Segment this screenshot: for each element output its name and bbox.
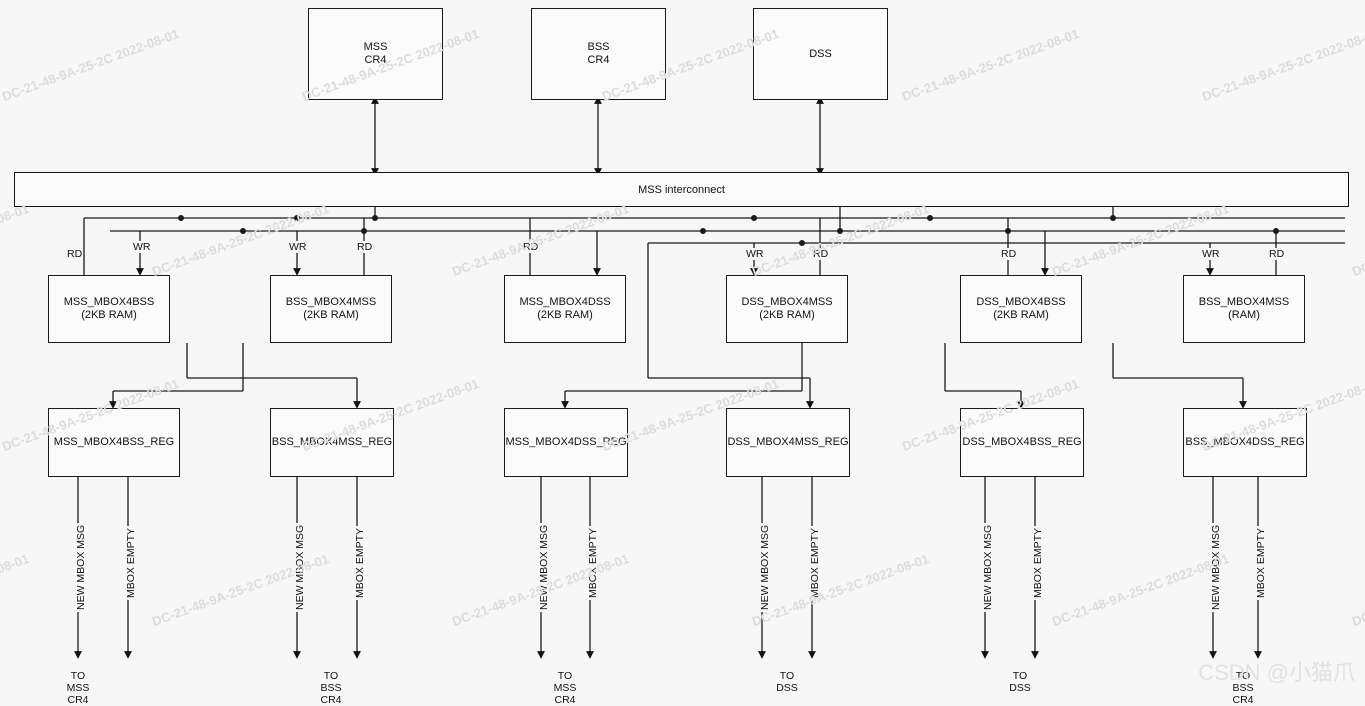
destination-label-3-line3: CR4 [554,694,576,706]
access-label-rd-1: RD [66,248,84,260]
ram-box-bss-mbox4mss-2[interactable]: BSS_MBOX4MSS (RAM) [1183,275,1305,343]
access-label-rd-4: RD [812,248,830,260]
destination-label-1-line3: CR4 [67,694,89,706]
access-label-wr-1: WR [132,241,152,253]
destination-label-2-line3: CR4 [320,694,342,706]
destination-label-2: TO BSS CR4 [320,670,341,706]
destination-label-3-line1: TO [557,670,573,682]
destination-label-5: TO DSS [1009,670,1031,694]
access-label-rd-6: RD [1268,248,1286,260]
destination-label-5-line1: TO [1012,670,1028,682]
ram-box-dss-mbox4mss[interactable]: DSS_MBOX4MSS (2KB RAM) [726,275,848,343]
cpu-box-bss-line2: CR4 [587,54,610,66]
destination-label-6-line3: CR4 [1232,694,1254,706]
ram-box-mss-mbox4bss[interactable]: MSS_MBOX4BSS (2KB RAM) [48,275,170,343]
ram-box-dss-mbox4bss-size: (2KB RAM) [993,309,1049,321]
access-label-wr-3: WR [745,248,765,260]
ram-box-bss-mbox4mss-2-name: BSS_MBOX4MSS [1198,296,1290,308]
destination-label-2-line1: TO [323,670,339,682]
destination-label-3-line2: MSS [553,682,577,694]
cpu-box-mss[interactable]: MSS CR4 [308,8,443,100]
reg-box-bss-mbox4mss-label: BSS_MBOX4MSS_REG [271,436,393,448]
cpu-box-mss-line1: MSS [363,41,388,53]
ram-box-dss-mbox4mss-name: DSS_MBOX4MSS [741,296,833,308]
reg-box-dss-mbox4bss-label: DSS_MBOX4BSS_REG [962,436,1082,448]
ram-box-dss-mbox4bss[interactable]: DSS_MBOX4BSS (2KB RAM) [960,275,1082,343]
destination-label-5-line2: DSS [1009,682,1031,694]
ram-box-bss-mbox4mss-name: BSS_MBOX4MSS [285,296,377,308]
destination-label-2-line2: BSS [320,682,342,694]
reg-box-mss-mbox4dss-label: MSS_MBOX4DSS_REG [505,436,627,448]
ram-box-dss-mbox4mss-size: (2KB RAM) [759,309,815,321]
reg-box-mss-mbox4bss-label: MSS_MBOX4BSS_REG [53,436,175,448]
ram-box-mss-mbox4bss-size: (2KB RAM) [81,309,137,321]
destination-label-4-line1: TO [779,670,795,682]
signal-mbox-empty-6: MBOX EMPTY [1255,525,1267,600]
reg-box-mss-mbox4dss[interactable]: MSS_MBOX4DSS_REG [504,408,628,477]
signal-mbox-empty-3: MBOX EMPTY [587,525,599,600]
signal-new-mbox-msg-6: NEW MBOX MSG [1210,522,1222,612]
signal-new-mbox-msg-3: NEW MBOX MSG [538,522,550,612]
ram-box-bss-mbox4mss-2-size: (RAM) [1228,309,1260,321]
access-label-rd-3: RD [522,241,540,253]
mss-interconnect-bar[interactable]: MSS interconnect [14,172,1349,207]
destination-label-1: TO MSS CR4 [67,670,90,706]
reg-box-bss-mbox4dss[interactable]: BSS_MBOX4DSS_REG [1183,408,1307,477]
ram-box-mss-mbox4dss-name: MSS_MBOX4DSS [519,296,611,308]
destination-label-1-line2: MSS [66,682,90,694]
access-label-rd-2: RD [356,241,374,253]
signal-mbox-empty-1: MBOX EMPTY [125,525,137,600]
cpu-box-bss-line1: BSS [587,41,610,53]
reg-box-bss-mbox4mss[interactable]: BSS_MBOX4MSS_REG [270,408,394,477]
access-label-wr-2: WR [288,241,308,253]
ram-box-bss-mbox4mss-size: (2KB RAM) [303,309,359,321]
signal-mbox-empty-2: MBOX EMPTY [354,525,366,600]
destination-label-4-line2: DSS [776,682,798,694]
signal-mbox-empty-5: MBOX EMPTY [1032,525,1044,600]
reg-box-dss-mbox4mss[interactable]: DSS_MBOX4MSS_REG [726,408,850,477]
destination-label-1-line1: TO [70,670,86,682]
ram-box-bss-mbox4mss[interactable]: BSS_MBOX4MSS (2KB RAM) [270,275,392,343]
reg-box-dss-mbox4mss-label: DSS_MBOX4MSS_REG [727,436,849,448]
reg-box-bss-mbox4dss-label: BSS_MBOX4DSS_REG [1185,436,1305,448]
ram-box-mss-mbox4dss-size: (2KB RAM) [537,309,593,321]
access-label-rd-5: RD [1000,248,1018,260]
mss-interconnect-label: MSS interconnect [638,183,725,196]
csdn-watermark: CSDN @小猫爪 [1198,660,1355,685]
access-label-wr-4: WR [1201,248,1221,260]
signal-new-mbox-msg-5: NEW MBOX MSG [982,522,994,612]
signal-new-mbox-msg-1: NEW MBOX MSG [75,522,87,612]
reg-box-dss-mbox4bss[interactable]: DSS_MBOX4BSS_REG [960,408,1084,477]
cpu-box-bss[interactable]: BSS CR4 [531,8,666,100]
cpu-box-mss-line2: CR4 [364,54,387,66]
destination-label-3: TO MSS CR4 [554,670,577,706]
destination-label-6-line1: TO [1235,670,1251,682]
cpu-box-dss-line1: DSS [809,47,832,60]
ram-box-dss-mbox4bss-name: DSS_MBOX4BSS [976,296,1066,308]
destination-label-6-line2: BSS [1232,682,1254,694]
signal-new-mbox-msg-4: NEW MBOX MSG [759,522,771,612]
signal-new-mbox-msg-2: NEW MBOX MSG [294,522,306,612]
ram-box-mss-mbox4bss-name: MSS_MBOX4BSS [63,296,155,308]
reg-box-mss-mbox4bss[interactable]: MSS_MBOX4BSS_REG [48,408,180,477]
signal-mbox-empty-4: MBOX EMPTY [809,525,821,600]
destination-label-4: TO DSS [776,670,798,694]
cpu-box-dss[interactable]: DSS [753,8,888,100]
ram-box-mss-mbox4dss[interactable]: MSS_MBOX4DSS (2KB RAM) [504,275,626,343]
